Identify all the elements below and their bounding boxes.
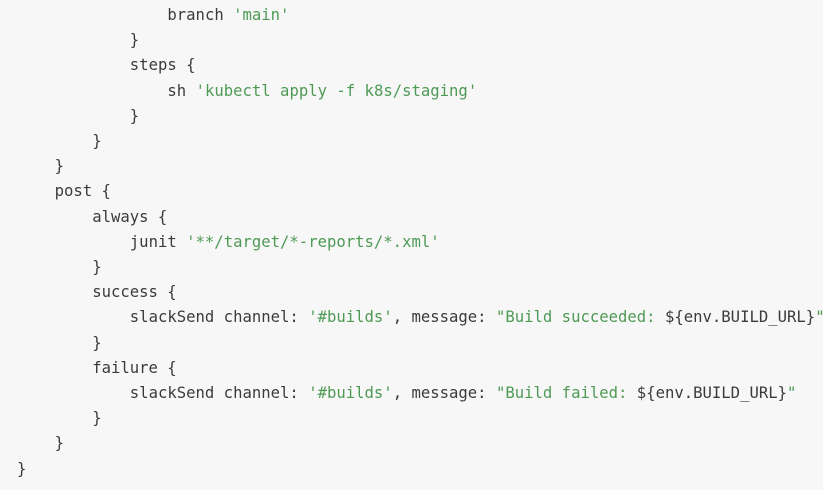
code-token: junit bbox=[129, 232, 187, 251]
code-token: } bbox=[129, 31, 140, 50]
code-token: } bbox=[92, 132, 102, 150]
code-token: } bbox=[54, 434, 64, 453]
code-line: } bbox=[55, 431, 64, 456]
code-line: slackSend channel: '#builds', message: "… bbox=[130, 305, 823, 330]
code-line: } bbox=[92, 255, 101, 280]
code-line: } bbox=[92, 129, 101, 154]
code-line: } bbox=[17, 457, 26, 482]
code-token: failure { bbox=[92, 358, 177, 377]
code-line: sh 'kubectl apply -f k8s/staging' bbox=[167, 79, 477, 104]
code-string-token: 'main' bbox=[233, 6, 290, 24]
code-token: branch bbox=[167, 6, 234, 24]
code-line: } bbox=[92, 406, 101, 431]
code-line: failure { bbox=[92, 356, 177, 381]
code-token: post { bbox=[54, 182, 111, 201]
code-line: success { bbox=[92, 280, 177, 305]
code-token: steps { bbox=[129, 56, 196, 75]
code-line: steps { bbox=[130, 53, 196, 78]
code-token: success { bbox=[92, 283, 177, 302]
code-string-token: "Build failed: bbox=[495, 384, 637, 402]
code-token: } bbox=[54, 157, 64, 176]
code-line: branch 'main' bbox=[167, 3, 289, 28]
code-token: } bbox=[92, 409, 102, 428]
code-token: } bbox=[129, 106, 140, 125]
code-token: slackSend channel: bbox=[129, 384, 309, 402]
code-token: } bbox=[92, 258, 102, 276]
code-token: } bbox=[92, 333, 102, 352]
code-token: , message: bbox=[392, 384, 496, 402]
code-string-token: '#builds' bbox=[308, 384, 393, 402]
code-string-token: " bbox=[787, 384, 797, 402]
code-line: always { bbox=[92, 205, 167, 230]
code-token: ${env.BUILD_URL} bbox=[664, 308, 816, 327]
code-token: sh bbox=[167, 81, 196, 100]
code-string-token: '#builds' bbox=[308, 308, 393, 327]
code-string-token: 'kubectl apply -f k8s/staging' bbox=[195, 81, 478, 100]
code-token: , message: bbox=[392, 308, 496, 327]
code-line: } bbox=[55, 154, 64, 179]
code-token: } bbox=[17, 459, 27, 478]
code-line: post { bbox=[55, 179, 111, 204]
code-string-token: " bbox=[815, 308, 823, 326]
code-line: slackSend channel: '#builds', message: "… bbox=[130, 381, 797, 406]
code-line: } bbox=[130, 104, 139, 129]
code-string-token: "Build succeeded: bbox=[495, 308, 665, 327]
code-line: junit '**/target/*-reports/*.xml' bbox=[130, 230, 440, 255]
code-token: slackSend channel: bbox=[129, 308, 309, 327]
code-line: } bbox=[130, 28, 139, 53]
code-string-token: '**/target/*-reports/*.xml' bbox=[186, 232, 440, 251]
code-line: } bbox=[92, 331, 101, 356]
code-token: ${env.BUILD_URL} bbox=[636, 384, 788, 402]
code-token: always { bbox=[92, 207, 168, 226]
